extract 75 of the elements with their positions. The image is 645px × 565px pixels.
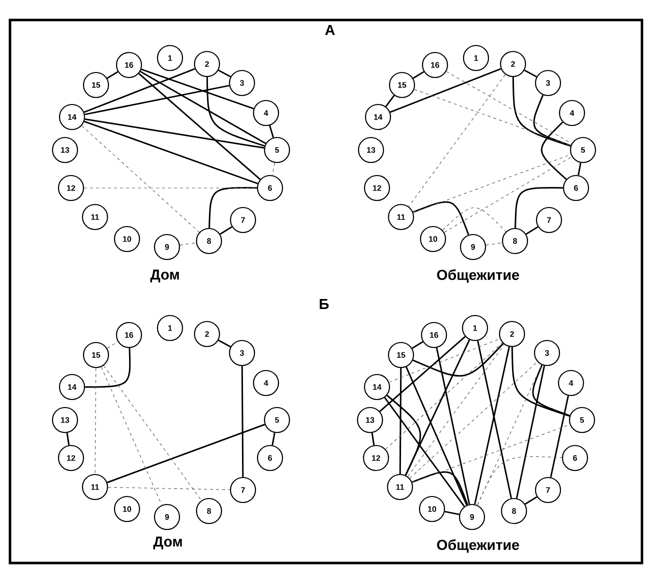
connection-line	[218, 70, 231, 78]
connection-line	[412, 341, 424, 349]
connection-line	[409, 362, 538, 479]
connection-line	[100, 366, 162, 506]
connection-line	[412, 201, 470, 236]
connection-line	[442, 207, 506, 232]
connection-line	[103, 365, 202, 501]
panel-caption: Общежитие	[437, 539, 520, 553]
connection-line	[241, 366, 244, 477]
connection-line	[412, 71, 424, 79]
connection-line	[106, 341, 118, 349]
connection-line	[84, 84, 230, 116]
connection-line	[407, 344, 505, 477]
connection-line	[272, 162, 275, 176]
connection-line	[511, 347, 570, 417]
connection-line	[446, 71, 572, 144]
connection-line	[412, 471, 468, 506]
connection-line	[371, 432, 375, 446]
connection-line	[206, 77, 265, 147]
connection-line	[84, 68, 196, 113]
connection-line	[66, 432, 70, 446]
connection-line	[444, 510, 460, 516]
connection-line	[84, 120, 258, 184]
connection-line	[532, 364, 570, 416]
connection-line	[272, 432, 276, 446]
connection-line	[384, 397, 465, 507]
connection-line	[388, 338, 500, 383]
connection-line	[390, 68, 502, 113]
connection-line	[578, 162, 582, 176]
connection-line	[220, 226, 232, 235]
connection-line	[385, 342, 503, 450]
connection-line	[514, 187, 563, 228]
connection-line	[550, 396, 569, 478]
connection-line	[436, 348, 470, 504]
panel-letter: Б	[320, 299, 329, 309]
panel-caption: Общежитие	[437, 269, 520, 283]
connection-line	[406, 366, 468, 506]
connection-line	[524, 70, 537, 78]
connection-line	[84, 118, 264, 149]
connection-line	[208, 187, 257, 228]
connection-line	[218, 340, 231, 348]
connection-line	[412, 424, 570, 483]
connection-line	[399, 368, 402, 474]
connection-line	[474, 346, 510, 504]
connection-line	[107, 424, 266, 484]
connection-line	[108, 486, 230, 490]
connection-line	[385, 95, 395, 108]
connection-line	[477, 340, 512, 498]
connection-line	[140, 70, 266, 144]
connection-line	[516, 366, 546, 498]
connection-line	[540, 122, 567, 180]
connection-line	[414, 89, 572, 146]
connection-line	[85, 348, 131, 388]
panel-caption: Дом	[153, 536, 182, 550]
connection-line	[81, 125, 200, 233]
panel-caption: Дом	[150, 270, 179, 282]
connection-line	[477, 364, 542, 506]
connection-line	[512, 77, 571, 147]
connection-line	[486, 242, 502, 246]
connection-line	[138, 73, 261, 180]
connection-line	[524, 496, 538, 505]
connection-line	[106, 71, 118, 79]
connection-line	[444, 156, 572, 233]
connection-line	[404, 340, 470, 476]
connection-line	[94, 368, 96, 474]
connection-line	[269, 125, 274, 138]
connection-line	[412, 154, 572, 213]
panel-letter: А	[325, 25, 335, 35]
connection-line	[180, 242, 196, 246]
connection-line	[379, 336, 466, 412]
connection-line	[412, 343, 504, 377]
connection-line	[141, 68, 254, 110]
connection-line	[533, 94, 571, 146]
connection-line	[526, 226, 538, 235]
connection-line	[408, 74, 506, 207]
